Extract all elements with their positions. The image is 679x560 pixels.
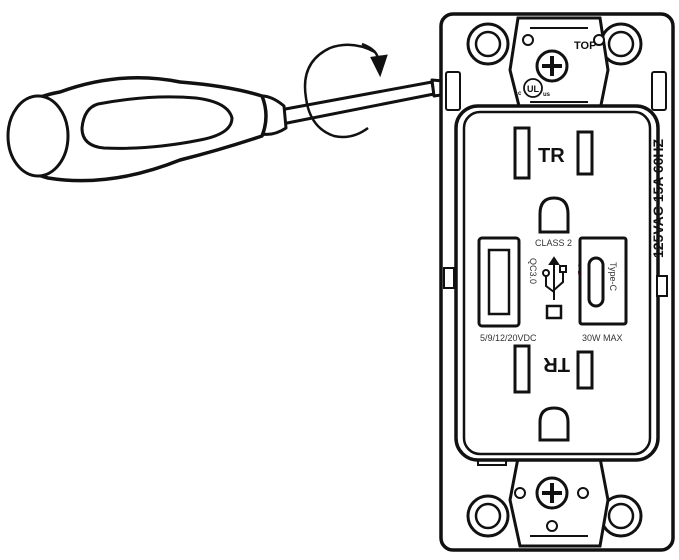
slot-hot — [576, 350, 594, 390]
screwdriver-ferrule — [260, 94, 288, 136]
side-terminal — [443, 267, 455, 289]
slot-neutral — [513, 126, 531, 180]
yoke-hole — [577, 487, 589, 499]
outlet-top: TR — [513, 126, 594, 234]
usb-symbol-icon — [542, 256, 567, 320]
qc-label: QC3.0 — [528, 258, 538, 284]
yoke-hole — [593, 34, 605, 46]
yoke-hole — [546, 520, 558, 532]
screwdriver-handle-end — [6, 94, 70, 178]
ul-c-text: c — [518, 91, 522, 97]
screwdriver-shaft — [278, 80, 436, 126]
screwdriver — [6, 76, 457, 183]
class-label: CLASS 2 — [535, 238, 572, 248]
ul-us-text: us — [543, 92, 551, 98]
ul-text: UL — [527, 84, 539, 94]
corner-hole-top-left — [466, 22, 510, 66]
top-label: TOP — [574, 40, 596, 52]
voltage-label: 5/9/12/20VDC — [480, 333, 537, 343]
rotation-arrow-icon — [303, 42, 388, 139]
top-screw-icon — [535, 49, 569, 83]
tr-label-bottom: TR — [543, 353, 570, 375]
tr-label-top: TR — [538, 145, 565, 167]
corner-hole-bottom-left — [466, 494, 510, 538]
corner-hole-top-right — [599, 22, 643, 66]
outlet-bottom: TR — [513, 344, 594, 442]
slot-neutral — [513, 344, 531, 394]
yoke-hole — [514, 487, 526, 499]
ground-hole — [538, 406, 570, 442]
usb-a-port[interactable] — [477, 236, 521, 328]
rating-label: 125VAC 15A 60HZ — [650, 138, 666, 258]
bottom-screw-icon — [535, 476, 569, 510]
ul-mark: UL c us — [518, 78, 551, 98]
receptacle-face — [454, 104, 660, 462]
corner-hole-bottom-right — [599, 494, 643, 538]
usb-section: CLASS 2 QC3.0 PD Type-C 5/9/12/20VDC 30W… — [477, 236, 628, 343]
side-terminal — [656, 275, 668, 297]
usb-c-port[interactable] — [578, 236, 628, 326]
screwdriver-grip — [80, 95, 234, 150]
slot-hot — [576, 130, 594, 176]
yoke-hole — [522, 34, 534, 46]
ground-hole — [538, 196, 570, 234]
power-label: 30W MAX — [582, 333, 623, 343]
typec-label: Type-C — [608, 262, 618, 292]
